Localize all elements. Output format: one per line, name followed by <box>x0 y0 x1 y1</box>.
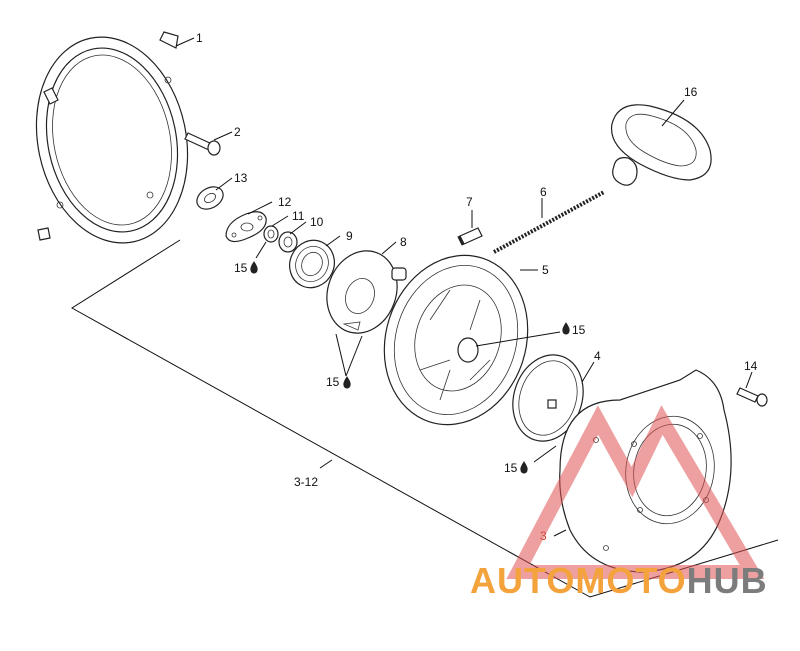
lube-symbols <box>250 261 570 474</box>
oil-drop-icon <box>520 461 528 474</box>
part-6-rope <box>493 190 605 254</box>
callout-labels: 1 2 13 12 11 10 9 8 7 6 5 16 14 4 3 3-12… <box>196 31 758 543</box>
label-part-5: 5 <box>542 263 549 277</box>
part-2-bolt <box>184 132 221 156</box>
label-part-10: 10 <box>310 215 324 229</box>
part-5-pulley <box>383 254 529 426</box>
part-7-pawl <box>457 227 483 246</box>
part-12-plate <box>225 211 267 243</box>
label-part-16: 16 <box>684 85 698 99</box>
label-part-4: 4 <box>594 349 601 363</box>
leader-lines <box>175 37 753 537</box>
part-11-washer <box>263 225 279 243</box>
label-part-2: 2 <box>234 125 241 139</box>
watermark-part2: HUB <box>686 560 768 601</box>
label-assembly-3-12: 3-12 <box>294 475 318 489</box>
watermark-part1: AUTOMOTO <box>470 560 687 601</box>
part-4-spring-case <box>512 354 584 442</box>
oil-drop-icon <box>343 376 351 389</box>
label-part-9: 9 <box>346 229 353 243</box>
label-part-12: 12 <box>278 195 292 209</box>
watermark-logo <box>506 405 765 579</box>
part-14-bolt <box>736 387 768 407</box>
label-part-7: 7 <box>466 195 473 209</box>
oil-drop-icon <box>250 261 258 274</box>
part-1-flange-ring <box>35 31 189 244</box>
label-part-1: 1 <box>196 31 203 45</box>
label-part-6: 6 <box>540 185 547 199</box>
part-8-ratchet <box>326 250 407 334</box>
label-part-11: 11 <box>292 209 305 223</box>
watermark-text: AUTOMOTOHUB <box>470 560 768 602</box>
label-part-13: 13 <box>234 171 248 185</box>
label-lube-c: 15 <box>326 375 340 389</box>
oil-drop-icon <box>562 322 570 335</box>
label-lube-b: 15 <box>572 323 586 337</box>
part-13-nut <box>196 186 224 210</box>
part-10-bushing <box>278 231 298 253</box>
part-16-handle <box>610 104 712 186</box>
label-part-8: 8 <box>400 235 407 249</box>
label-lube-a: 15 <box>234 261 248 275</box>
label-part-14: 14 <box>744 359 758 373</box>
part-3-starter-cover <box>559 369 732 573</box>
part-9-spring <box>289 239 335 289</box>
label-lube-d: 15 <box>504 461 518 475</box>
